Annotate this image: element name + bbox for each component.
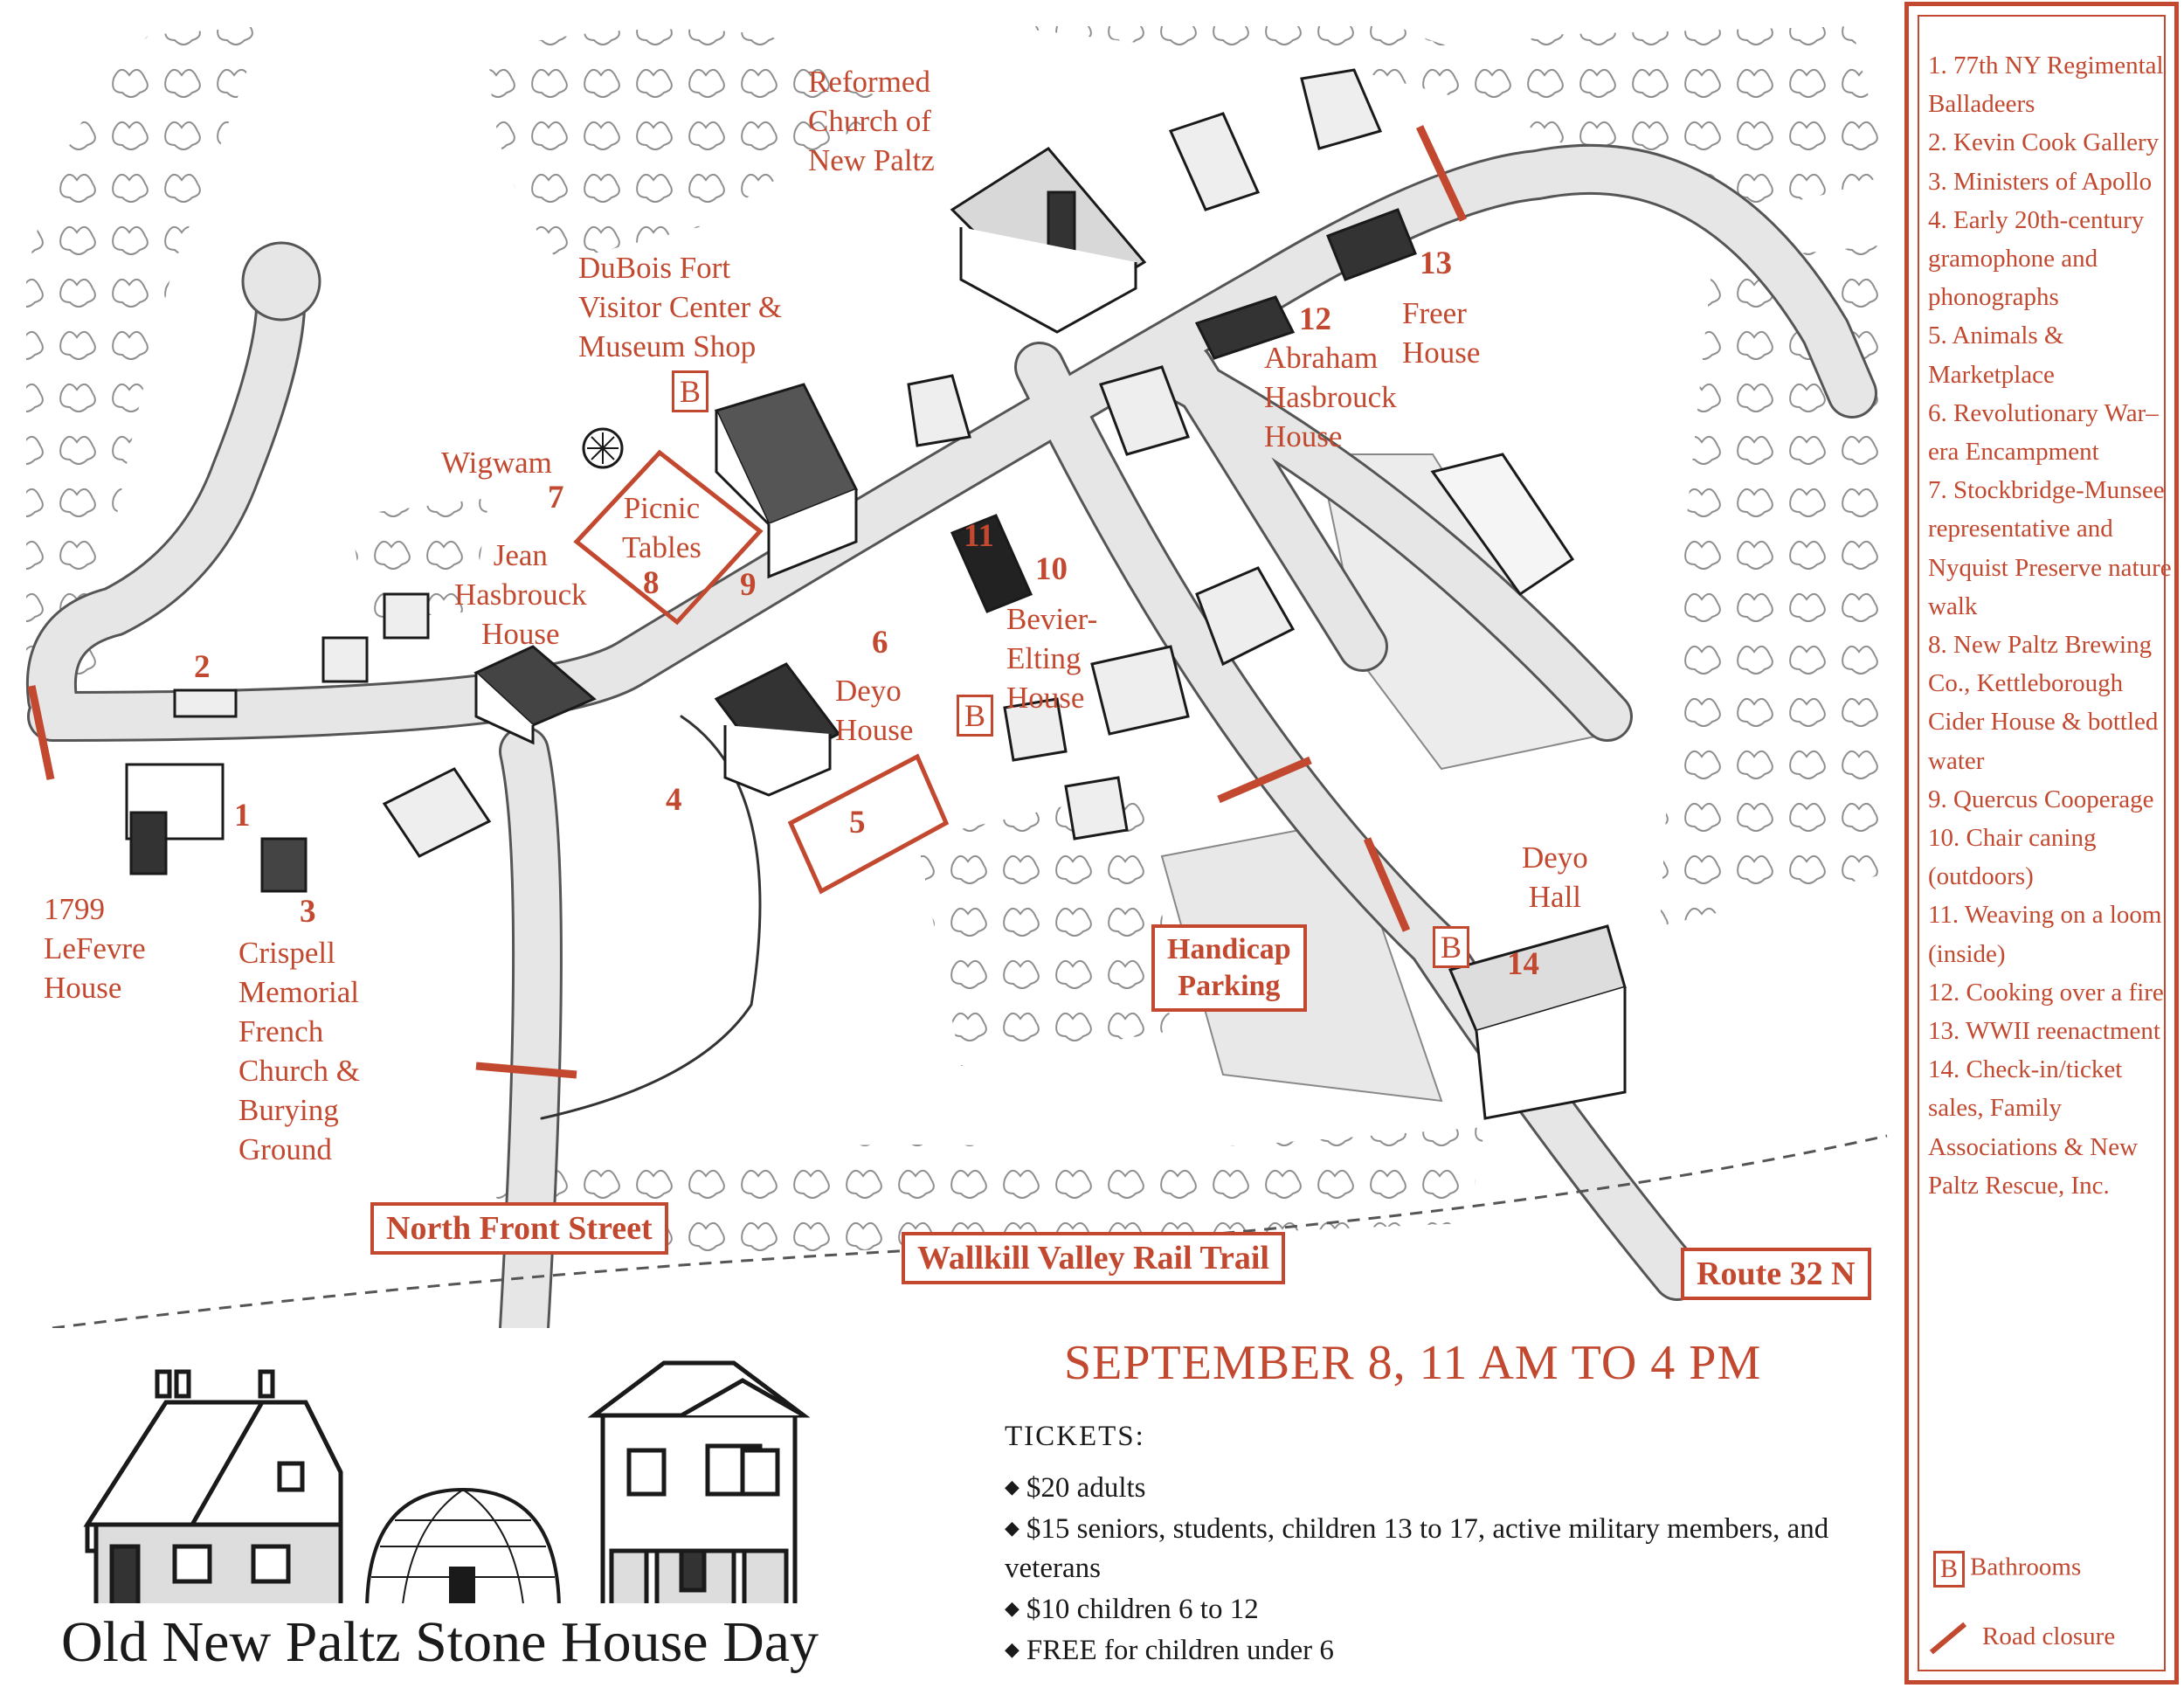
legend-item: 6. Revolutionary War–era Encampment [1928,398,2159,467]
diamond-bullet-icon: ◆ [1005,1638,1019,1660]
road-label-route-32: Route 32 N [1681,1248,1871,1300]
label-wigwam: Wigwam [441,446,552,480]
legend-road-closure: Road closure [1926,1622,2116,1655]
legend-item: 1. 77th NY Regimental Balladeers [1928,52,2164,119]
legend-item: 9. Quercus Cooperage [1928,785,2154,813]
legend-item: 2. Kevin Cook Gallery [1928,128,2160,157]
lefevre-house-building [125,763,225,875]
marker-9: 9 [740,567,757,603]
marker-11: 11 [964,518,994,554]
marker-8: 8 [643,565,660,601]
label-deyo-house: Deyo House [835,674,914,747]
marker-5: 5 [849,805,866,841]
event-title: Old New Paltz Stone House Day [61,1610,819,1674]
diamond-bullet-icon: ◆ [1005,1597,1019,1619]
marker-3: 3 [300,894,316,930]
deyo-hall-building [1448,924,1627,1120]
marker-14: 14 [1507,946,1539,982]
marker-4: 4 [666,782,682,818]
ticket-line: ◆ FREE for children under 6 [1005,1629,1896,1671]
road-closure-icon [1929,1622,1967,1655]
legend-bathrooms-label: Bathrooms [1970,1553,2082,1581]
label-jean-hasbrouck: Jean Hasbrouck House [454,538,587,651]
legend-item: 13. WWII reenactment [1928,1017,2160,1046]
event-area-boxes [573,449,950,895]
label-picnic-tables: Picnic Tables [622,491,702,564]
diamond-bullet-icon: ◆ [1005,1476,1019,1498]
marker-7: 7 [548,480,564,515]
ticket-text: $15 seniors, students, children 13 to 17… [1005,1513,1829,1584]
reformed-church-building [950,147,1147,334]
diamond-bullet-icon: ◆ [1005,1517,1019,1539]
label-lefevre-house: 1799 LeFevre House [44,892,146,1005]
jean-hasbrouck-building [473,645,597,745]
label-abraham-hasbrouck: Abraham Hasbrouck House [1264,341,1397,453]
legend-item: 11. Weaving on a loom (inside) [1928,901,2162,968]
ticket-line: ◆ $10 children 6 to 12 [1005,1588,1896,1629]
label-dubois-fort: DuBois Fort Visitor Center & Museum Shop [578,251,783,363]
road-closures [27,125,1468,1079]
road-label-rail-trail: Wallkill Valley Rail Trail [902,1232,1285,1284]
wigwam-dome-icon [365,1487,561,1603]
victorian-house-icon [587,1360,811,1603]
label-freer-house: Freer House [1402,296,1481,370]
bathroom-icon-dubois: B [672,370,708,412]
ticket-text: $10 children 6 to 12 [1026,1594,1259,1625]
tickets-section: TICKETS: ◆$20 adults ◆$15 seniors, stude… [1005,1417,1896,1671]
legend-item: 5. Animals & Marketplace [1928,322,2064,389]
marker-10: 10 [1035,551,1068,587]
handicap-parking-label: Handicap Parking [1151,924,1307,1012]
ticket-line: ◆ $20 adults [1005,1467,1896,1508]
legend-item: 3. Ministers of Apollo [1928,167,2153,196]
misc-houses [173,68,1575,858]
legend-item: 10. Chair caning (outdoors) [1928,824,2097,891]
legend-item: 7. Stockbridge-Munsee representative and… [1928,476,2172,620]
legend-item: 8. New Paltz Brewing Co., Kettleborough … [1928,631,2159,775]
bevier-elting-building [950,514,1033,613]
freer-house-building [1326,208,1417,281]
legend-item: 12. Cooking over a fire [1928,978,2164,1007]
label-deyo-hall: Deyo Hall [1522,841,1588,914]
legend-item: 4. Early 20th-century gramophone and pho… [1928,205,2145,312]
dubois-fort-building [714,383,859,579]
stone-house-icon [83,1369,343,1603]
marker-6: 6 [872,625,888,661]
bathroom-icon-bevier: B [957,695,993,737]
legend-road-closure-label: Road closure [1982,1622,2116,1650]
legend-panel: 1. 77th NY Regimental Balladeers 2. Kevi… [1904,2,2179,1685]
ticket-text: FREE for children under 6 [1026,1635,1334,1666]
event-date: SEPTEMBER 8, 11 AM TO 4 PM [1064,1336,1762,1390]
crispell-church-building [260,837,308,893]
marker-1: 1 [234,798,251,834]
road-label-north-front-street: North Front Street [370,1202,668,1255]
deyo-house-building [714,662,841,797]
label-crispell: Crispell Memorial French Church & Buryin… [238,936,361,1166]
legend-list: 1. 77th NY Regimental Balladeers 2. Kevi… [1928,46,2173,1205]
tickets-heading: TICKETS: [1005,1421,1145,1452]
marker-12: 12 [1299,301,1331,337]
marker-2: 2 [194,649,211,685]
ticket-text: $20 adults [1026,1472,1146,1504]
house-illustrations [83,1360,811,1603]
ticket-line: ◆$15 seniors, students, children 13 to 1… [1005,1508,1896,1588]
bathroom-icon: B [1933,1551,1965,1588]
bathroom-icon-deyo-hall: B [1433,926,1469,968]
abraham-hasbrouck-building [1194,295,1296,360]
label-reformed-church: Reformed Church of New Paltz [808,65,935,177]
legend-inner-border [1918,15,2166,1671]
wigwam-symbol [582,427,624,469]
legend-item: 14. Check-in/ticket sales, Family Associ… [1928,1055,2139,1200]
buildings [125,68,1627,1120]
marker-13: 13 [1420,246,1452,281]
label-bevier-elting: Bevier- Elting House [1006,602,1098,715]
